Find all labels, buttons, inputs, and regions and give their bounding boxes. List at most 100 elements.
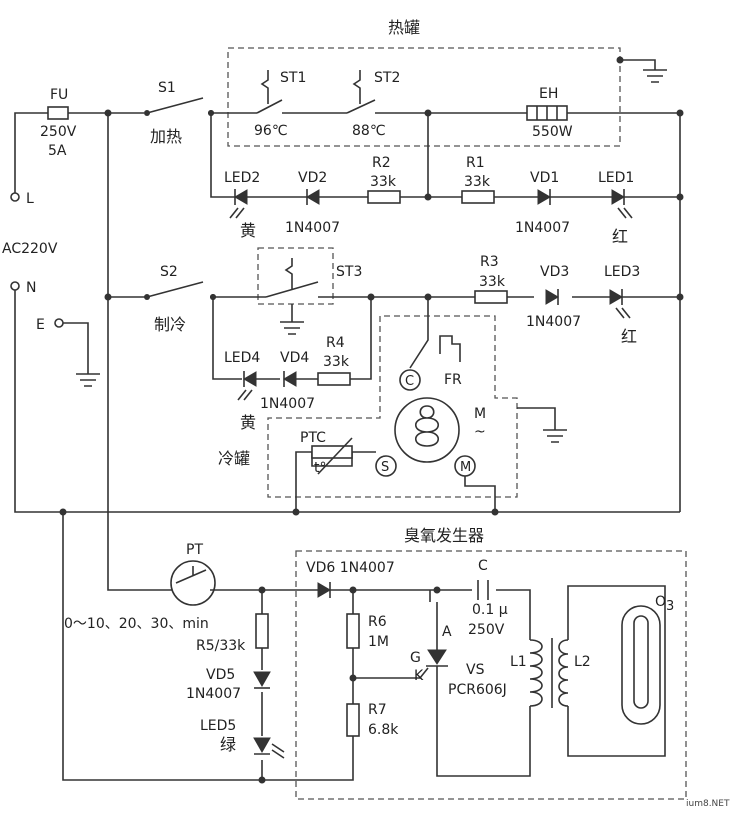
node-cold-right [676,293,684,301]
node-ptc-n [292,508,300,516]
label-VD2-part: 1N4007 [285,220,340,236]
wire-hot-top [211,112,681,512]
pin-C [399,369,421,391]
led-LED1 [611,189,625,205]
diode-VD2 [306,189,320,205]
node-scr-anode [433,586,441,594]
label-L: L [26,191,34,207]
node-hot-mid [424,193,432,201]
label-VS-part: PCR606J [448,682,507,698]
resistor-R3 [474,290,508,304]
timer-PT-switch [175,566,207,584]
watermark: ium8.NET [686,799,730,809]
label-K: K [414,668,424,684]
label-FU-rating2: 5A [48,143,67,159]
wire-ptc [295,451,376,512]
label-ST1: ST1 [280,70,306,86]
led-LED2-bar [229,189,245,219]
node-eh-out [676,109,684,117]
label-S2-text: 制冷 [154,315,186,334]
diode-VD6 [317,582,331,598]
wire-cold-indicator [212,297,372,380]
label-VS: VS [466,662,485,678]
label-LED5-color: 绿 [220,735,236,754]
label-LED5: LED5 [200,718,236,734]
wire-gate [353,667,429,679]
node-m-n [491,508,499,516]
label-FU: FU [50,87,68,103]
label-S1-text: 加热 [150,127,182,146]
label-LED1: LED1 [598,170,634,186]
motor-winding [414,405,440,447]
label-PTC: PTC [300,430,326,446]
label-LED2-color: 黄 [240,221,256,240]
wire-hot-indicator [210,113,680,198]
label-FR: FR [444,372,462,388]
label-C-value1: 0.1 μ [472,602,508,618]
label-motor-tilde: ~ [474,424,486,440]
wire-left-bus [107,113,176,591]
ground-motor [543,429,567,443]
wire-motor-m-return [464,476,496,512]
wire-led5-chain [62,512,263,781]
diode-VD5 [253,671,271,688]
resistor-R7 [346,703,360,737]
label-R7-value: 6.8k [368,722,399,738]
timer-PT [170,560,216,606]
label-VD4-part: 1N4007 [260,396,315,412]
s2-lever [146,281,204,298]
pin-S [375,455,397,477]
cold-tank-box [267,315,518,498]
label-R6: R6 [368,614,387,630]
thermostat-ST3 [265,258,319,298]
label-LED4-color: 黄 [240,413,256,432]
ozone-tube-inner [633,615,649,709]
label-ac: AC220V [2,241,58,257]
led-LED4 [243,371,257,387]
led-LED2 [234,189,248,205]
wire-L [14,112,48,197]
led-LED1-bar [617,189,633,219]
led-LED3 [609,289,623,305]
label-C-value2: 250V [468,622,505,638]
ground-E [76,373,100,387]
label-L1: L1 [510,654,527,670]
label-R6-value: 1M [368,634,389,650]
wire-E [63,322,89,374]
label-R4-value: 33k [323,354,350,370]
wire-motor-ground [517,407,556,430]
heater-EH-grid [536,106,558,120]
thermistor-PTC-slash [317,437,353,475]
overload-FR [439,335,461,362]
label-R4: R4 [326,335,345,351]
label-VD5: VD5 [206,667,235,683]
diode-VD1 [537,189,551,205]
ozone-generator-box [295,550,687,800]
led-LED4-bar [237,371,253,401]
wire-hot-ground [620,59,656,70]
label-VD3-part: 1N4007 [526,314,581,330]
label-C: C [478,558,488,574]
label-VD5-part: 1N4007 [186,686,241,702]
s1-lever [146,97,204,114]
label-LED3-color: 红 [621,327,637,346]
resistor-R4 [317,372,351,386]
label-R3: R3 [480,254,499,270]
hot-tank-title: 热罐 [388,18,420,37]
label-LED2: LED2 [224,170,260,186]
label-pin-M: M [460,460,471,475]
label-LED3: LED3 [604,264,640,280]
coil-L2 [558,639,569,707]
label-R2-value: 33k [370,174,397,190]
fuse-FU [47,106,69,120]
hot-tank-box [227,47,621,147]
ground-hot [643,69,667,83]
capacitor-C [477,580,489,600]
label-O3: O [655,594,666,610]
label-R1-value: 33k [464,174,491,190]
compressor-motor [394,397,460,463]
thermostat-ST2 [346,70,376,114]
label-R1: R1 [466,155,485,171]
label-PT: PT [186,542,203,558]
